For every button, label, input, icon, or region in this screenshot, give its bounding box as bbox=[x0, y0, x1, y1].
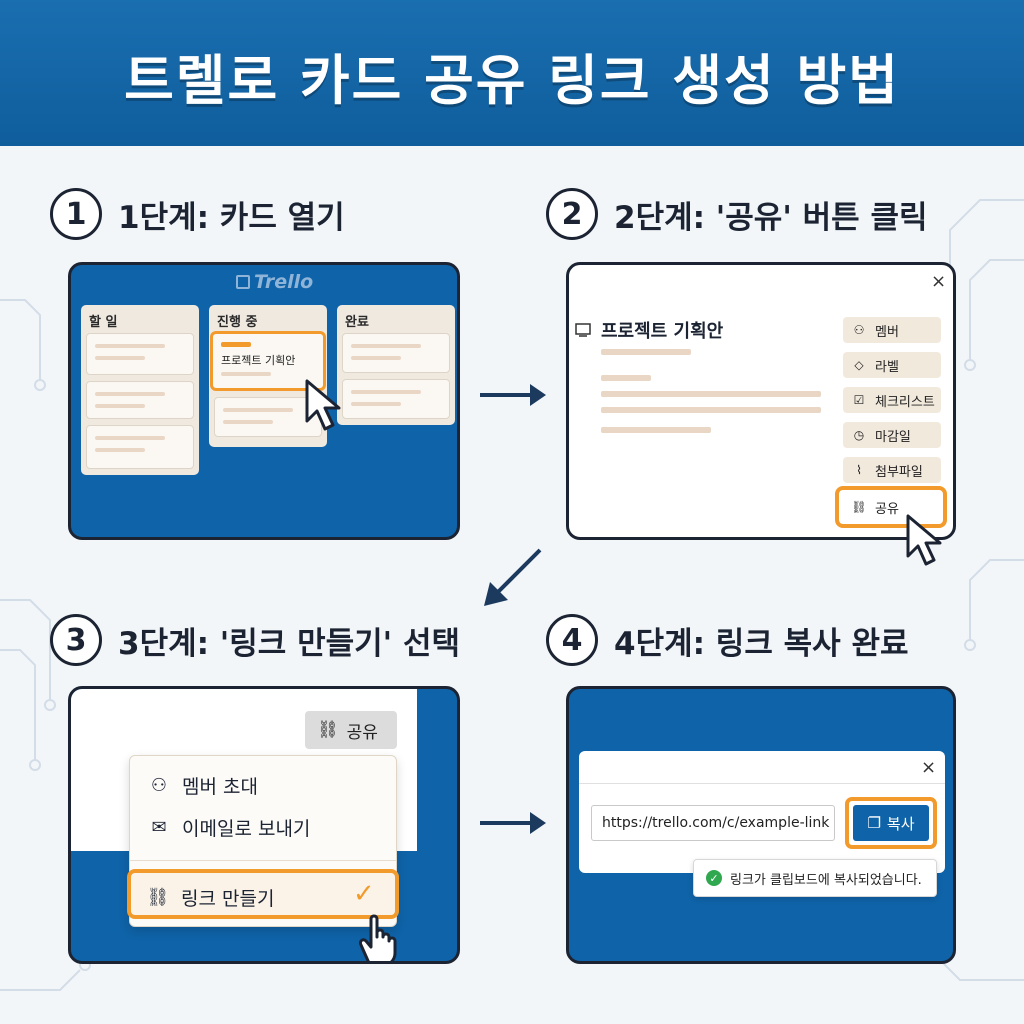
card-detail-title: 프로젝트 기획안 bbox=[601, 321, 724, 342]
step-4-heading: 4 4단계: 링크 복사 완료 bbox=[546, 614, 909, 666]
step-number: 1 bbox=[50, 188, 102, 240]
card-title: 프로젝트 기획안 bbox=[221, 354, 296, 367]
list-title: 진행 중 bbox=[217, 315, 258, 330]
paperclip-icon: ⌇ bbox=[856, 463, 862, 477]
card-label-bar bbox=[221, 342, 251, 347]
board-card[interactable] bbox=[86, 333, 194, 375]
menu-item-invite-members[interactable]: ⚇멤버 초대 bbox=[146, 772, 258, 799]
board-card[interactable] bbox=[86, 381, 194, 419]
checkbox-icon: ☑ bbox=[853, 393, 865, 407]
success-toast: ✓링크가 클립보드에 복사되었습니다. bbox=[693, 859, 937, 897]
share-highlight bbox=[835, 486, 947, 528]
menu-item-label: ⛓링크 만들기 bbox=[146, 887, 275, 910]
step-3-heading: 3 3단계: '링크 만들기' 선택 bbox=[50, 614, 460, 666]
sidebar-button-due-date[interactable]: ◷마감일 bbox=[843, 422, 941, 448]
hand-pointer-icon bbox=[359, 914, 397, 961]
sidebar-button-members[interactable]: ⚇멤버 bbox=[843, 317, 941, 343]
board-card[interactable] bbox=[86, 425, 194, 469]
board-list[interactable]: 완료 bbox=[337, 305, 455, 425]
list-title: 완료 bbox=[345, 315, 369, 330]
step-title: 2단계: '공유' 버튼 클릭 bbox=[614, 199, 928, 236]
copy-highlight bbox=[845, 797, 937, 849]
mail-icon: ✉ bbox=[151, 817, 167, 838]
clock-icon: ◷ bbox=[853, 428, 865, 442]
step-title: 1단계: 카드 열기 bbox=[118, 199, 345, 236]
step-2-heading: 2 2단계: '공유' 버튼 클릭 bbox=[546, 188, 928, 240]
share-link-dialog: × https://trello.com/c/example-link ❐복사 bbox=[579, 751, 945, 873]
board-panel: Trello 할 일 진행 중 프로젝트 기획안 완료 bbox=[68, 262, 460, 540]
arrow-right-icon bbox=[480, 812, 546, 834]
menu-item-create-link[interactable]: ⛓링크 만들기 ✓ bbox=[127, 869, 399, 919]
copy-link-panel: × https://trello.com/c/example-link ❐복사 … bbox=[566, 686, 956, 964]
step-title: 4단계: 링크 복사 완료 bbox=[614, 625, 909, 662]
arrow-right-icon bbox=[480, 384, 546, 406]
link-icon: ⛓ bbox=[146, 887, 170, 908]
step-title: 3단계: '링크 만들기' 선택 bbox=[118, 625, 461, 662]
trello-logo: Trello bbox=[236, 271, 313, 293]
sidebar-button-checklist[interactable]: ☑체크리스트 bbox=[843, 387, 941, 413]
sidebar-button-labels[interactable]: ◇라벨 bbox=[843, 352, 941, 378]
step-number: 2 bbox=[546, 188, 598, 240]
trello-board-icon bbox=[236, 275, 250, 289]
user-icon: ⚇ bbox=[853, 323, 865, 337]
close-icon[interactable]: × bbox=[921, 757, 937, 778]
card-icon bbox=[575, 323, 591, 337]
menu-item-send-email[interactable]: ✉이메일로 보내기 bbox=[146, 814, 310, 841]
list-title: 할 일 bbox=[89, 315, 118, 330]
board-card[interactable] bbox=[342, 333, 450, 373]
share-menu-panel: ⛓공유 ⚇멤버 초대 ✉이메일로 보내기 ⛓링크 만들기 ✓ bbox=[68, 686, 460, 964]
link-icon: ⛓ bbox=[851, 500, 867, 514]
share-button[interactable]: ⛓공유 bbox=[305, 711, 397, 749]
close-icon[interactable]: × bbox=[931, 271, 947, 292]
step-number: 4 bbox=[546, 614, 598, 666]
tag-icon: ◇ bbox=[854, 358, 864, 372]
copy-button[interactable]: ❐복사 bbox=[853, 805, 929, 841]
card-detail-panel: × 프로젝트 기획안 ⚇멤버 ◇라벨 ☑체크리스트 ◷마감일 ⌇첨부파일 ⛓공유 bbox=[566, 262, 956, 540]
success-check-icon: ✓ bbox=[706, 870, 722, 886]
step-1-heading: 1 1단계: 카드 열기 bbox=[50, 188, 345, 240]
pointer-cursor-icon bbox=[305, 379, 341, 431]
sidebar-button-share[interactable]: ⛓공유 bbox=[843, 494, 941, 520]
board-card[interactable] bbox=[342, 379, 450, 419]
pointer-cursor-icon bbox=[906, 514, 942, 566]
board-card[interactable] bbox=[214, 397, 322, 437]
board-list[interactable]: 할 일 bbox=[81, 305, 199, 475]
sidebar-button-attachment[interactable]: ⌇첨부파일 bbox=[843, 457, 941, 483]
arrow-down-left-icon bbox=[484, 548, 542, 606]
header-banner: 트렐로 카드 공유 링크 생성 방법 bbox=[0, 0, 1024, 146]
copy-icon: ❐ bbox=[867, 814, 881, 832]
link-icon: ⛓ bbox=[317, 720, 339, 740]
checkmark-icon: ✓ bbox=[353, 879, 375, 909]
share-url-field[interactable]: https://trello.com/c/example-link bbox=[591, 805, 835, 841]
page-title: 트렐로 카드 공유 링크 생성 방법 bbox=[124, 49, 900, 112]
card-title-row: 프로젝트 기획안 bbox=[575, 317, 723, 343]
users-icon: ⚇ bbox=[150, 775, 168, 796]
step-number: 3 bbox=[50, 614, 102, 666]
